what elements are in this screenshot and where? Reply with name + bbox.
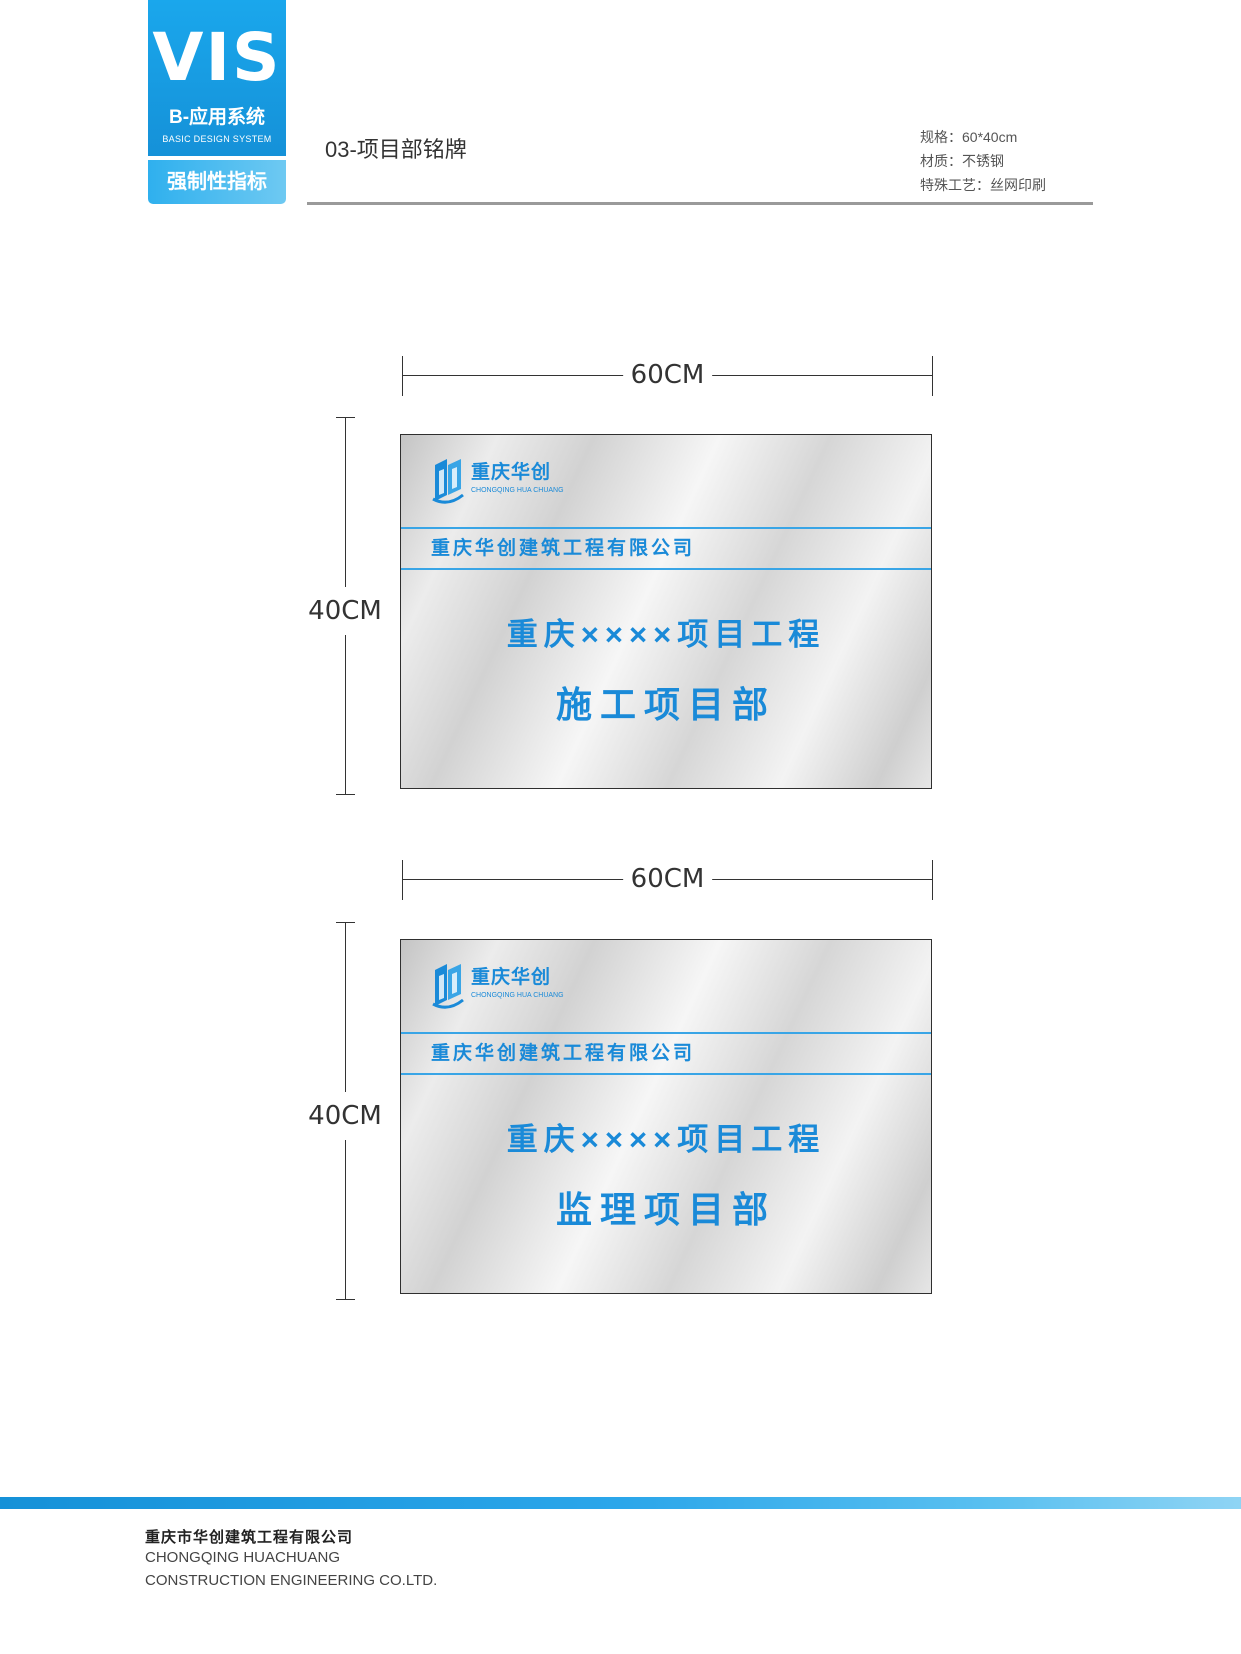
- badge-subtitle-en: BASIC DESIGN SYSTEM: [162, 134, 272, 144]
- spec-size: 规格：60*40cm: [920, 129, 1018, 145]
- width-dimension: 60CM: [402, 356, 933, 396]
- badge-subtitle: B-应用系统: [168, 107, 266, 128]
- header-divider: [307, 202, 1093, 205]
- spec-process: 特殊工艺：丝网印刷: [920, 177, 1046, 193]
- logo-text-en: CHONGQING HUA CHUANG: [471, 992, 564, 999]
- width-label: 60CM: [622, 358, 713, 392]
- project-name: 重庆××××项目工程: [506, 1122, 826, 1157]
- company-name: 重庆华创建筑工程有限公司: [431, 538, 696, 559]
- company-logo: 重庆华创 CHONGQING HUA CHUANG: [431, 459, 564, 505]
- badge-background: [148, 0, 286, 156]
- department-name: 施工项目部: [555, 684, 776, 725]
- band-line-top: [401, 527, 931, 529]
- building-logo-icon: [432, 459, 464, 504]
- height-dimension: 40CM: [305, 417, 385, 795]
- footer-gradient-bar: [0, 1497, 1241, 1509]
- height-label: 40CM: [305, 1092, 385, 1140]
- company-name: 重庆华创建筑工程有限公司: [431, 1043, 696, 1064]
- badge-tag: 强制性指标: [167, 171, 267, 193]
- badge-divider: [148, 156, 286, 160]
- width-dimension: 60CM: [402, 860, 933, 900]
- vis-badge: VIS B-应用系统 BASIC DESIGN SYSTEM 强制性指标: [148, 0, 286, 204]
- nameplate-supervision: 重庆华创 CHONGQING HUA CHUANG 重庆华创建筑工程有限公司 重…: [400, 939, 932, 1294]
- building-logo-icon: [432, 964, 464, 1009]
- logo-text-cn: 重庆华创: [471, 462, 552, 483]
- project-name: 重庆××××项目工程: [506, 617, 826, 652]
- page-title: 03-项目部铭牌: [325, 137, 467, 162]
- badge-title: VIS: [152, 19, 282, 96]
- footer-company-en-line1: CHONGQING HUACHUANG: [145, 1549, 341, 1566]
- band-line-top: [401, 1032, 931, 1034]
- badge-tag-background: [148, 160, 286, 204]
- footer-company-en-line2: CONSTRUCTION ENGINEERING CO.LTD.: [145, 1572, 438, 1589]
- spec-list: 规格：60*40cm 材质：不锈钢 特殊工艺：丝网印刷: [920, 125, 1046, 197]
- height-label: 40CM: [305, 587, 385, 635]
- band-line-bottom: [401, 1073, 931, 1075]
- spec-material: 材质：不锈钢: [920, 153, 1004, 169]
- width-label: 60CM: [622, 862, 713, 896]
- band-line-bottom: [401, 568, 931, 570]
- footer-company-cn: 重庆市华创建筑工程有限公司: [145, 1529, 354, 1546]
- department-name: 监理项目部: [555, 1189, 776, 1230]
- company-logo: 重庆华创 CHONGQING HUA CHUANG: [431, 964, 564, 1010]
- height-dimension: 40CM: [305, 922, 385, 1300]
- logo-text-cn: 重庆华创: [471, 967, 552, 988]
- nameplate-construction: 重庆华创 CHONGQING HUA CHUANG 重庆华创建筑工程有限公司 重…: [400, 434, 932, 789]
- logo-text-en: CHONGQING HUA CHUANG: [471, 487, 564, 494]
